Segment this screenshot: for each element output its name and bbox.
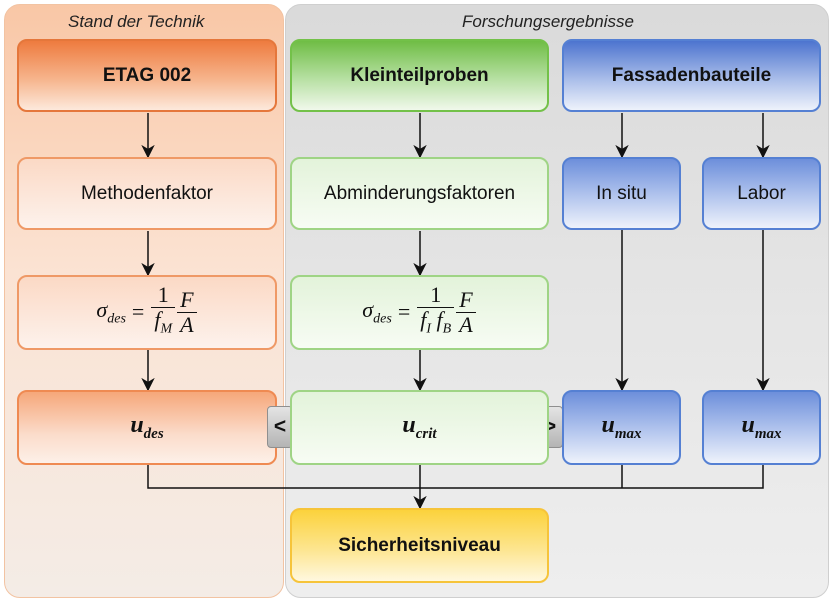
comparator-less-than: < [267, 406, 293, 448]
formula-fraction-1: 1 fI fB [417, 282, 455, 341]
sicherheitsniveau-box: Sicherheitsniveau [290, 508, 549, 583]
formula-denominator: fI fB [417, 307, 455, 341]
ucrit-box: ucrit [290, 390, 549, 465]
formula-equals: = [397, 299, 411, 325]
methodenfaktor-box: Methodenfaktor [17, 157, 277, 230]
abminderung-label: Abminderungsfaktoren [323, 182, 516, 204]
formula-numerator-f: F [459, 286, 473, 312]
insitu-label: In situ [596, 182, 647, 204]
formula-fraction-1: 1 fM [151, 282, 176, 341]
sicherheitsniveau-label: Sicherheitsniveau [338, 534, 501, 556]
formula-numerator: 1 [157, 282, 169, 308]
etag-formula: σdes = 1 fM F A [96, 283, 197, 341]
formula-equals: = [131, 299, 145, 325]
formula-fraction-2: F A [177, 286, 197, 337]
formula-denominator: fM [151, 307, 176, 341]
umax-insitu-symbol: umax [601, 412, 642, 442]
formula-sigma: σ [362, 297, 374, 323]
formula-numerator: 1 [430, 282, 442, 308]
formula-sigma-sub: des [107, 311, 126, 327]
insitu-box: In situ [562, 157, 681, 230]
udes-box: udes [17, 390, 277, 465]
formula-sigma-sub: des [373, 311, 392, 327]
kleinteil-header-box: Kleinteilproben [290, 39, 549, 112]
collector-line [147, 465, 764, 489]
umax-labor-symbol: umax [741, 412, 782, 442]
formula-numerator-f: F [180, 286, 194, 312]
panel-title-right: Forschungsergebnisse [462, 12, 634, 31]
labor-label: Labor [737, 182, 786, 204]
abminderung-box: Abminderungsfaktoren [290, 157, 549, 230]
formula-f-sub: M [160, 321, 173, 337]
kleinteil-formula-box: σdes = 1 fI fB F A [290, 275, 549, 350]
fassade-header-box: Fassadenbauteile [562, 39, 821, 112]
formula-denominator-a: A [456, 311, 476, 337]
formula-fraction-2: F A [456, 286, 476, 337]
etag-header-box: ETAG 002 [17, 39, 277, 112]
formula-sigma: σ [96, 297, 108, 323]
formula-denominator-a: A [177, 311, 197, 337]
fassade-header-label: Fassadenbauteile [611, 64, 772, 86]
kleinteil-header-label: Kleinteilproben [350, 64, 489, 86]
methodenfaktor-label: Methodenfaktor [80, 182, 214, 204]
formula-f: f [154, 307, 161, 333]
umax-insitu-box: umax [562, 390, 681, 465]
udes-symbol: udes [130, 412, 164, 442]
etag-header-label: ETAG 002 [102, 64, 192, 86]
ucrit-symbol: ucrit [402, 412, 437, 442]
kleinteil-formula: σdes = 1 fI fB F A [362, 283, 476, 341]
etag-formula-box: σdes = 1 fM F A [17, 275, 277, 350]
umax-labor-box: umax [702, 390, 821, 465]
panel-title-left: Stand der Technik [68, 12, 205, 31]
labor-box: Labor [702, 157, 821, 230]
